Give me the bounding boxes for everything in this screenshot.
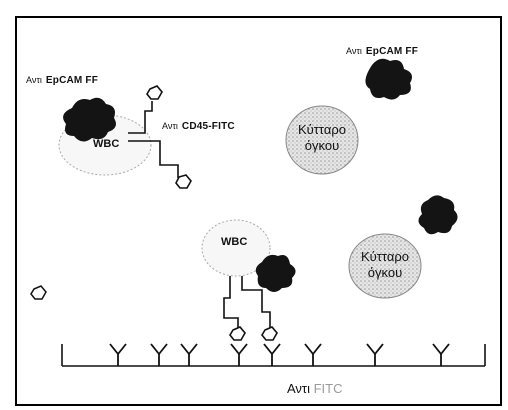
wbc-label-top: WBC	[93, 138, 120, 150]
epcam-ff-text: EpCAM FF	[45, 75, 99, 86]
tumor-cell-bottom	[348, 233, 422, 299]
anti-prefix: Αντι	[287, 381, 310, 396]
epcam-ff-blob-top-right	[365, 58, 412, 100]
tumor-cell-label-bottom: Κύτταρο όγκου	[351, 249, 419, 281]
anti-prefix: Αντι	[162, 121, 178, 131]
label-anti-fitc: Αντι FITC	[287, 381, 342, 396]
free-fitc-molecule	[30, 285, 47, 300]
tumor-cell-label-top: Κύτταρο όγκου	[288, 122, 356, 154]
y-antibody-1	[109, 343, 127, 366]
tumor-cell-line1: Κύτταρο	[297, 122, 346, 137]
capture-surface	[61, 344, 486, 367]
y-antibody-4	[230, 343, 248, 366]
y-antibody-8	[432, 343, 450, 366]
y-antibody-7	[366, 343, 384, 366]
cd45-fitc-antibody-top	[128, 85, 192, 189]
y-antibody-3	[180, 343, 198, 366]
y-antibody-6	[304, 343, 322, 366]
wbc-cell-bottom	[201, 219, 271, 277]
y-antibody-2	[150, 343, 168, 366]
anti-fitc-antibodies	[109, 343, 450, 366]
tumor-cell-line2: όγκου	[304, 138, 340, 153]
tumor-cell-line1: Κύτταρο	[360, 249, 409, 264]
cd45-fitc-text: CD45-FITC	[181, 121, 235, 132]
tumor-cell-top	[285, 105, 359, 175]
epcam-ff-blob-bottom	[255, 254, 296, 292]
tumor-cell-line2: όγκου	[367, 265, 403, 280]
cd45-fitc-antibody-bottom	[223, 276, 278, 341]
y-antibody-5	[263, 343, 281, 366]
fitc-text: FITC	[313, 381, 343, 396]
diagram-frame	[15, 16, 502, 406]
epcam-ff-text: EpCAM FF	[365, 46, 419, 57]
anti-prefix: Αντι	[26, 75, 42, 85]
epcam-ff-blob-mid-right	[418, 195, 458, 235]
epcam-ff-blob-top-left	[63, 97, 116, 142]
anti-prefix: Αντι	[346, 46, 362, 56]
wbc-label-bottom: WBC	[221, 236, 248, 248]
